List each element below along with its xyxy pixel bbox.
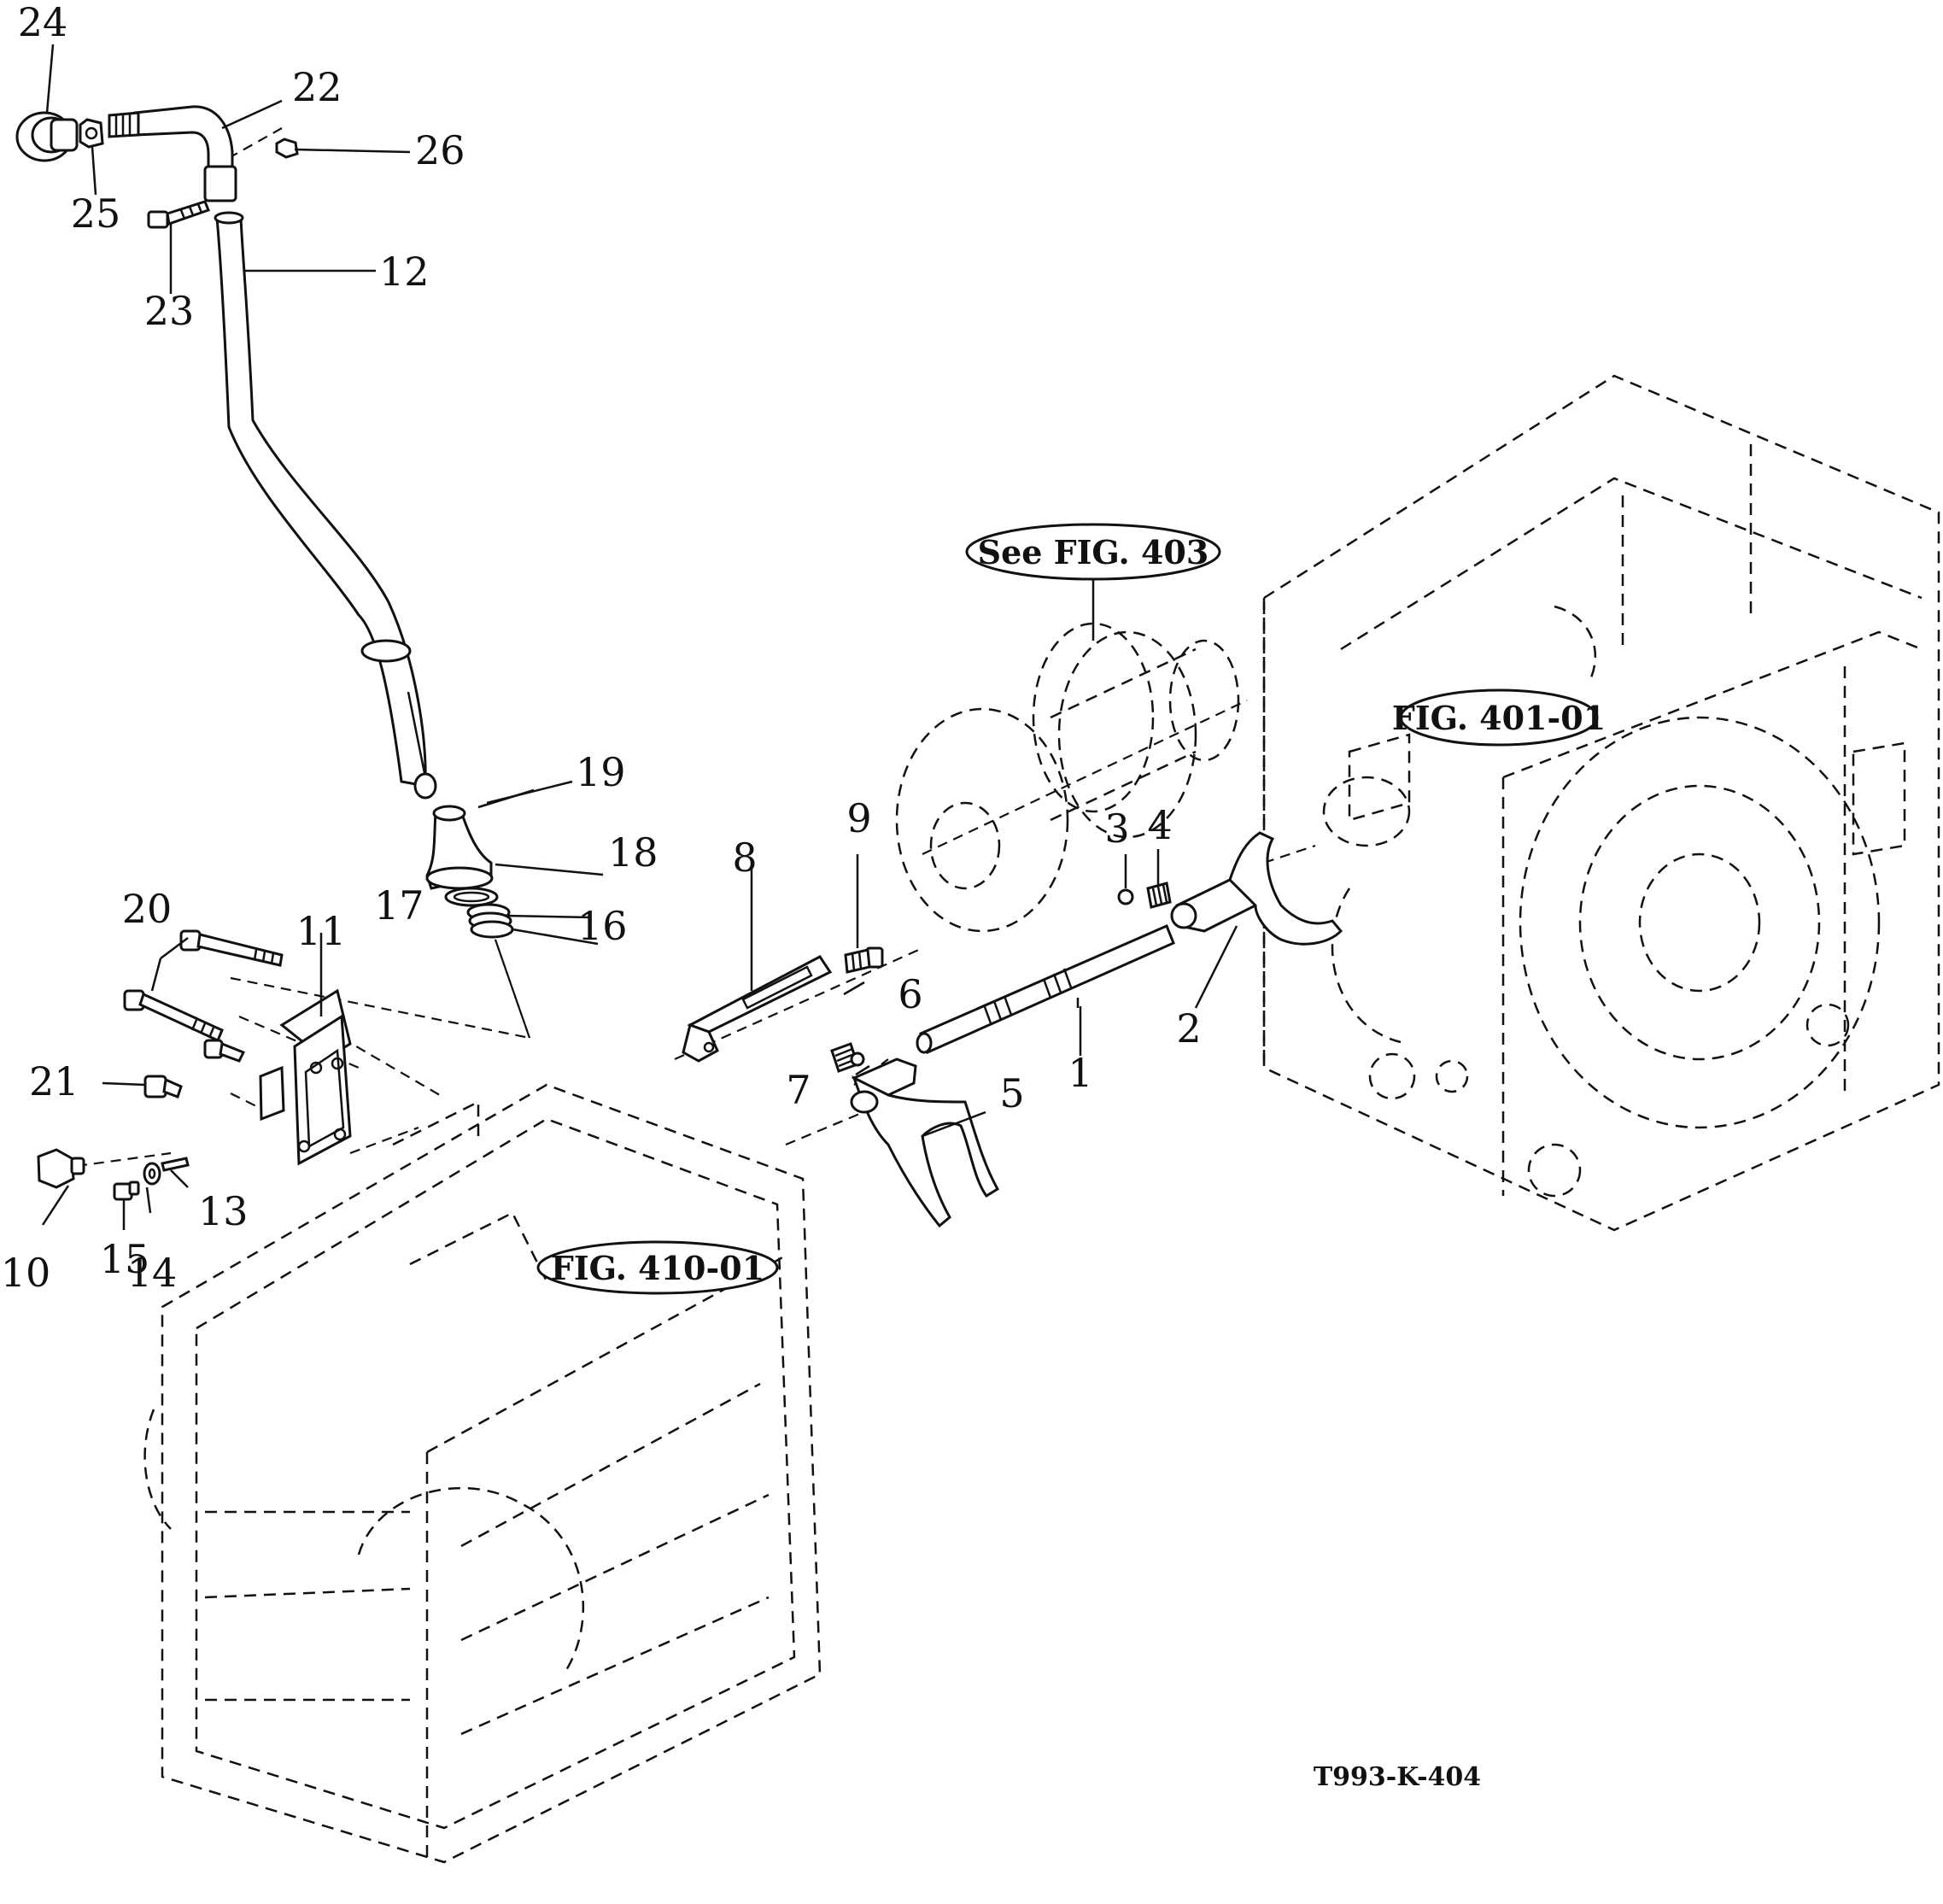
jam-nut [79, 118, 104, 149]
rear-housing-phantom [1262, 374, 1940, 1232]
label-22: 22 [292, 64, 342, 110]
label-2: 2 [1176, 1005, 1201, 1052]
label-23: 23 [144, 288, 195, 334]
label-9: 9 [846, 795, 871, 841]
part-labels: 1 2 3 4 5 6 7 8 9 10 11 12 13 14 15 16 1… [1, 0, 1202, 1296]
ball-3 [1117, 888, 1134, 905]
label-17: 17 [374, 882, 424, 929]
knob [15, 111, 79, 162]
drawing-code: T993-K-404 [1314, 1762, 1481, 1792]
spring-6 [830, 1042, 859, 1073]
label-15: 15 [100, 1236, 150, 1282]
ref-fig-410: FIG. 410-01 [536, 1240, 779, 1295]
interlock-plate [682, 955, 833, 1063]
ref-fig-401: FIG. 401-01 [1392, 688, 1606, 747]
bolt-9 [844, 946, 884, 974]
label-11: 11 [296, 908, 347, 954]
label-24: 24 [18, 0, 68, 45]
spring-16 [466, 903, 514, 939]
label-16: 16 [577, 903, 628, 949]
washer-14 [143, 1162, 161, 1186]
ref-fig-410-text: FIG. 410-01 [551, 1249, 764, 1287]
gear-cluster-phantom [895, 622, 1240, 933]
shift-rail [916, 924, 1175, 1055]
lever-upper [108, 105, 237, 202]
bolt-23 [147, 200, 210, 229]
centerlines [76, 127, 1316, 1168]
front-housing-phantom [143, 1083, 822, 1864]
label-26: 26 [415, 127, 465, 173]
shift-fork-2 [1170, 831, 1343, 946]
ref-fig-401-text: FIG. 401-01 [1392, 699, 1606, 737]
spring-4 [1146, 882, 1172, 909]
label-19: 19 [576, 749, 626, 795]
label-5: 5 [999, 1070, 1024, 1116]
label-6: 6 [898, 971, 922, 1017]
bolt-15 [113, 1180, 140, 1201]
label-3: 3 [1104, 806, 1129, 852]
ball-7 [850, 1052, 865, 1067]
label-18: 18 [608, 829, 658, 876]
bolt-21 [143, 1075, 183, 1098]
bolts-20 [123, 929, 284, 1063]
label-10: 10 [1, 1250, 51, 1296]
label-1: 1 [1068, 1050, 1092, 1096]
label-8: 8 [732, 835, 757, 881]
o-ring-17 [444, 887, 499, 907]
shift-lever [214, 211, 437, 800]
label-21: 21 [29, 1058, 79, 1104]
plug-10 [37, 1148, 85, 1189]
pin-13 [161, 1157, 190, 1172]
cover-plate [259, 988, 352, 1166]
ref-fig-403: See FIG. 403 [965, 523, 1221, 641]
label-12: 12 [379, 249, 430, 295]
label-14: 14 [127, 1250, 178, 1296]
nut-26 [275, 138, 299, 159]
label-25: 25 [71, 190, 121, 237]
label-13: 13 [198, 1188, 249, 1234]
dust-boot [425, 805, 494, 890]
label-20: 20 [122, 886, 173, 932]
label-7: 7 [786, 1067, 811, 1113]
label-4: 4 [1147, 802, 1172, 848]
ref-fig-403-text: See FIG. 403 [978, 533, 1209, 571]
leader-lines [41, 44, 1238, 1230]
shift-fork-5 [850, 1057, 1000, 1228]
